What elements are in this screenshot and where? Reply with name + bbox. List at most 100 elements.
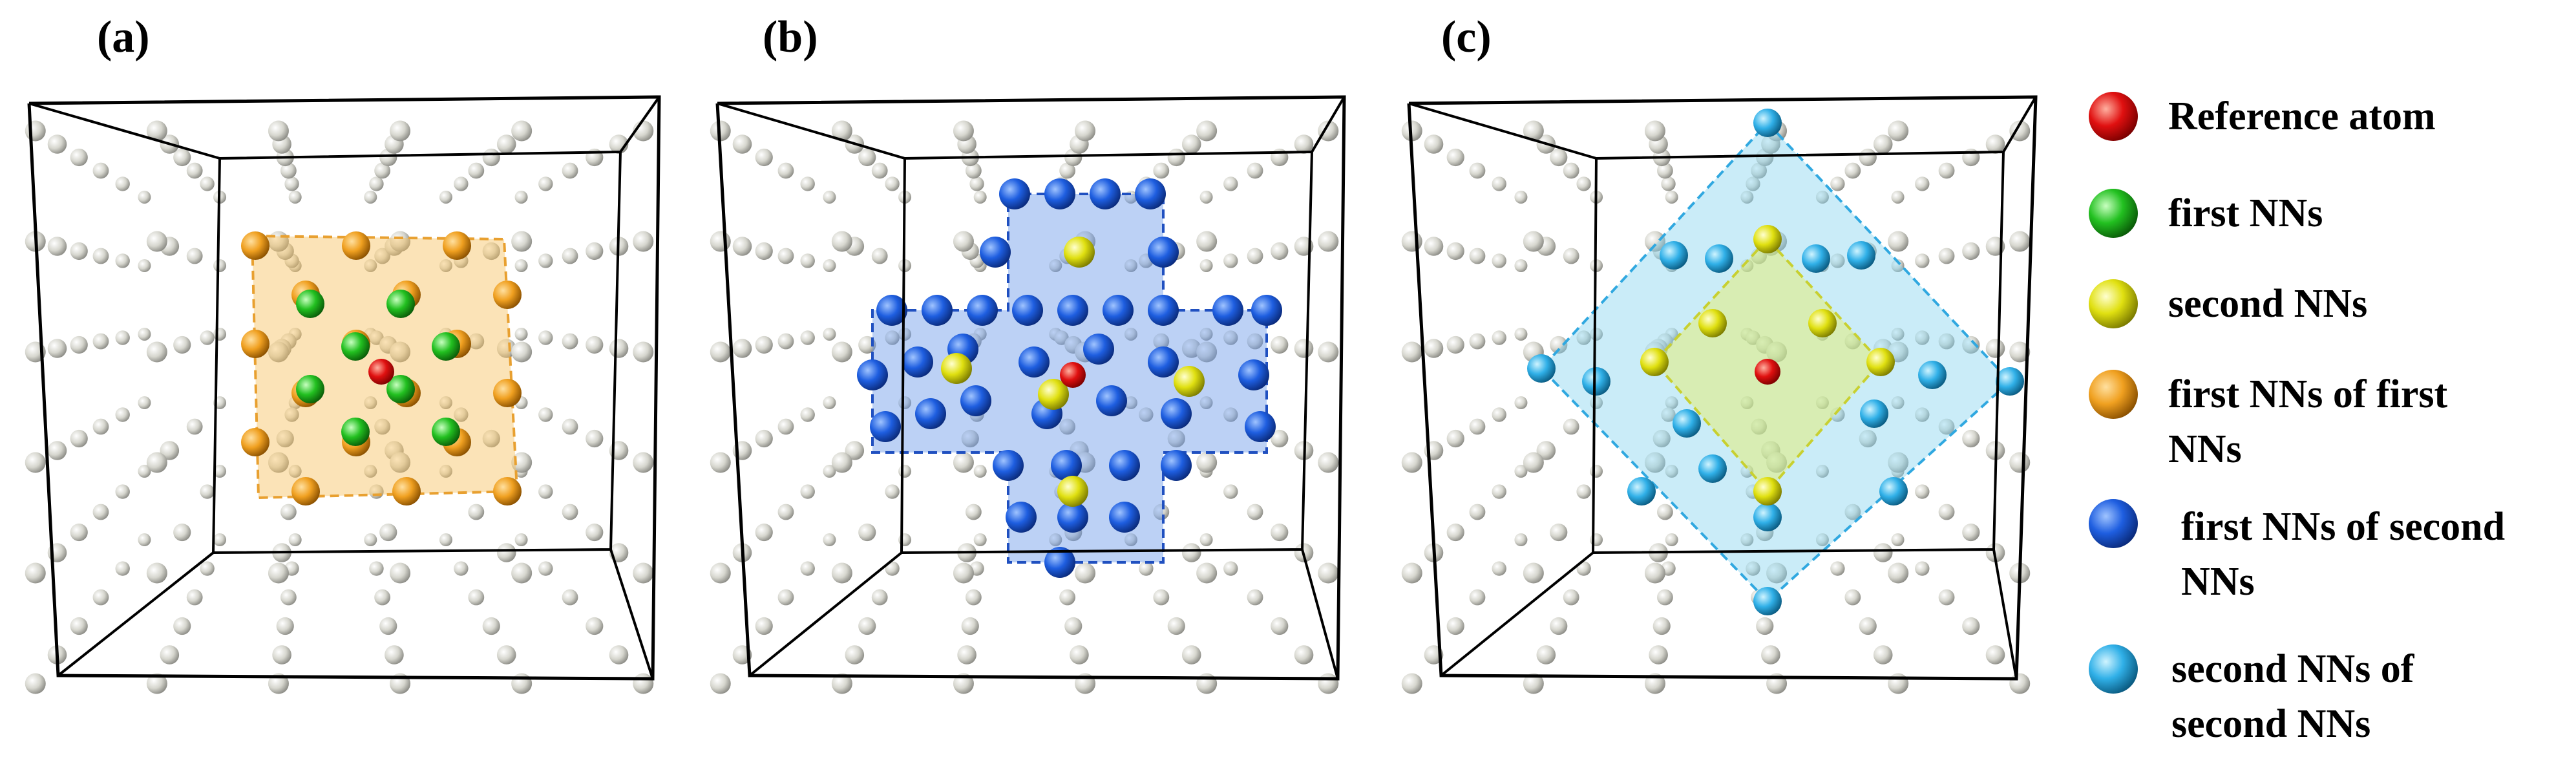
second-nns-of-second-nns-atom: [1698, 454, 1727, 483]
lattice-atom: [755, 335, 773, 354]
lattice-atom: [369, 561, 384, 576]
lattice-atom: [439, 190, 452, 204]
legend-label-first-nns-of-second-nns-line2: NNs: [2181, 560, 2255, 604]
lattice-atom: [1196, 673, 1218, 694]
lattice-atom: [562, 504, 578, 520]
panel-a-label: (a): [97, 12, 150, 62]
reference-atom-swatch: [2089, 92, 2138, 141]
lattice-atom: [823, 533, 836, 547]
lattice-atom: [858, 523, 876, 542]
lattice-atom: [1401, 231, 1422, 252]
lattice-atom: [1424, 237, 1444, 256]
lattice-atom: [280, 589, 297, 606]
lattice-atom: [710, 673, 731, 694]
lattice-atom: [710, 452, 731, 473]
lattice-atom: [831, 673, 852, 694]
lattice-atom: [47, 441, 67, 460]
lattice-atom: [755, 523, 773, 542]
lattice-atom: [1915, 484, 1930, 499]
lattice-atom: [1830, 253, 1845, 268]
lattice-atom: [1247, 504, 1263, 520]
lattice-atom: [1199, 396, 1213, 410]
lattice-atom: [1985, 645, 2005, 665]
lattice-atom: [1576, 176, 1591, 191]
lattice-atom: [562, 333, 578, 350]
lattice-atom: [562, 589, 578, 606]
lattice-atom: [1247, 589, 1263, 606]
lattice-atom: [47, 134, 67, 154]
lattice-atom: [92, 589, 109, 606]
lattice-atom: [1644, 231, 1665, 252]
lattice-atom: [953, 120, 974, 142]
lattice-atom: [1590, 327, 1603, 341]
lattice-atom: [1652, 429, 1671, 448]
lattice-atom: [777, 333, 794, 350]
lattice-atom: [1746, 176, 1760, 191]
lattice-atom: [1199, 190, 1213, 204]
lattice-atom: [823, 190, 836, 204]
lattice-atom: [1740, 533, 1754, 547]
lattice-atom: [710, 341, 731, 363]
lattice-atom: [1401, 341, 1422, 363]
lattice-atom: [1318, 120, 1339, 142]
lattice-atom: [70, 617, 88, 635]
lattice-atom: [173, 335, 191, 354]
lattice-atom: [146, 120, 167, 142]
lattice-atom: [92, 333, 109, 350]
lattice-atom: [1962, 429, 1980, 448]
first-nns-of-second-nns-atom: [1161, 450, 1192, 481]
first-nns-atom: [432, 418, 460, 446]
lattice-atom: [1247, 248, 1263, 264]
lattice-atom: [710, 231, 731, 252]
lattice-atom: [390, 562, 411, 584]
lattice-atom: [514, 190, 528, 204]
panel-c-label: (c): [1441, 12, 1492, 62]
second-nns-of-second-nns-atom: [1673, 409, 1701, 438]
lattice-atom: [374, 248, 391, 264]
lattice-atom: [898, 533, 912, 547]
lattice-atom: [364, 259, 377, 272]
lattice-atom: [755, 429, 773, 448]
lattice-atom: [496, 645, 516, 665]
lattice-atom: [1859, 429, 1877, 448]
lattice-atom: [496, 339, 516, 358]
first-nns-of-second-nns-atom: [1090, 178, 1121, 209]
lattice-atom: [25, 673, 46, 694]
lattice-atom: [957, 645, 977, 665]
lattice-atom: [1196, 341, 1218, 363]
lattice-atom: [280, 504, 297, 520]
lattice-atom: [538, 484, 553, 499]
lattice-atom: [562, 248, 578, 264]
lattice-atom: [1181, 134, 1201, 154]
lattice-atom: [777, 589, 794, 606]
lattice-atom: [1550, 148, 1568, 167]
lattice-atom: [1247, 333, 1263, 350]
lattice-atom: [1424, 339, 1444, 358]
lattice-atom: [586, 523, 604, 542]
lattice-atom: [1844, 162, 1861, 179]
lattice-atom: [1492, 407, 1506, 422]
lattice-atom: [586, 335, 604, 354]
lattice-atom: [1492, 484, 1506, 499]
lattice-atom: [1318, 562, 1339, 584]
first-nns-of-second-nns-atom: [857, 359, 888, 390]
lattice-atom: [1740, 396, 1754, 410]
lattice-atom: [1751, 418, 1768, 435]
lattice-atom: [1223, 330, 1238, 345]
lattice-atom: [1962, 335, 1980, 354]
lattice-atom: [1469, 418, 1486, 435]
lattice-atom: [823, 327, 836, 341]
lattice-atom: [1124, 259, 1137, 272]
second-nns-of-second-nns-atom: [1860, 399, 1888, 428]
lattice-atom: [1873, 134, 1893, 154]
lattice-atom: [1075, 120, 1096, 142]
lattice-atom: [454, 407, 469, 422]
lattice-atom: [1859, 617, 1877, 635]
lattice-atom: [1766, 341, 1788, 363]
second-nns-atom: [1057, 476, 1088, 507]
lattice-atom: [885, 561, 900, 576]
lattice-atom: [961, 617, 979, 635]
lattice-atom: [280, 162, 297, 179]
legend-item-second-nns: second NNs: [2089, 279, 2367, 328]
first-nns-of-second-nns-atom: [1103, 295, 1134, 326]
